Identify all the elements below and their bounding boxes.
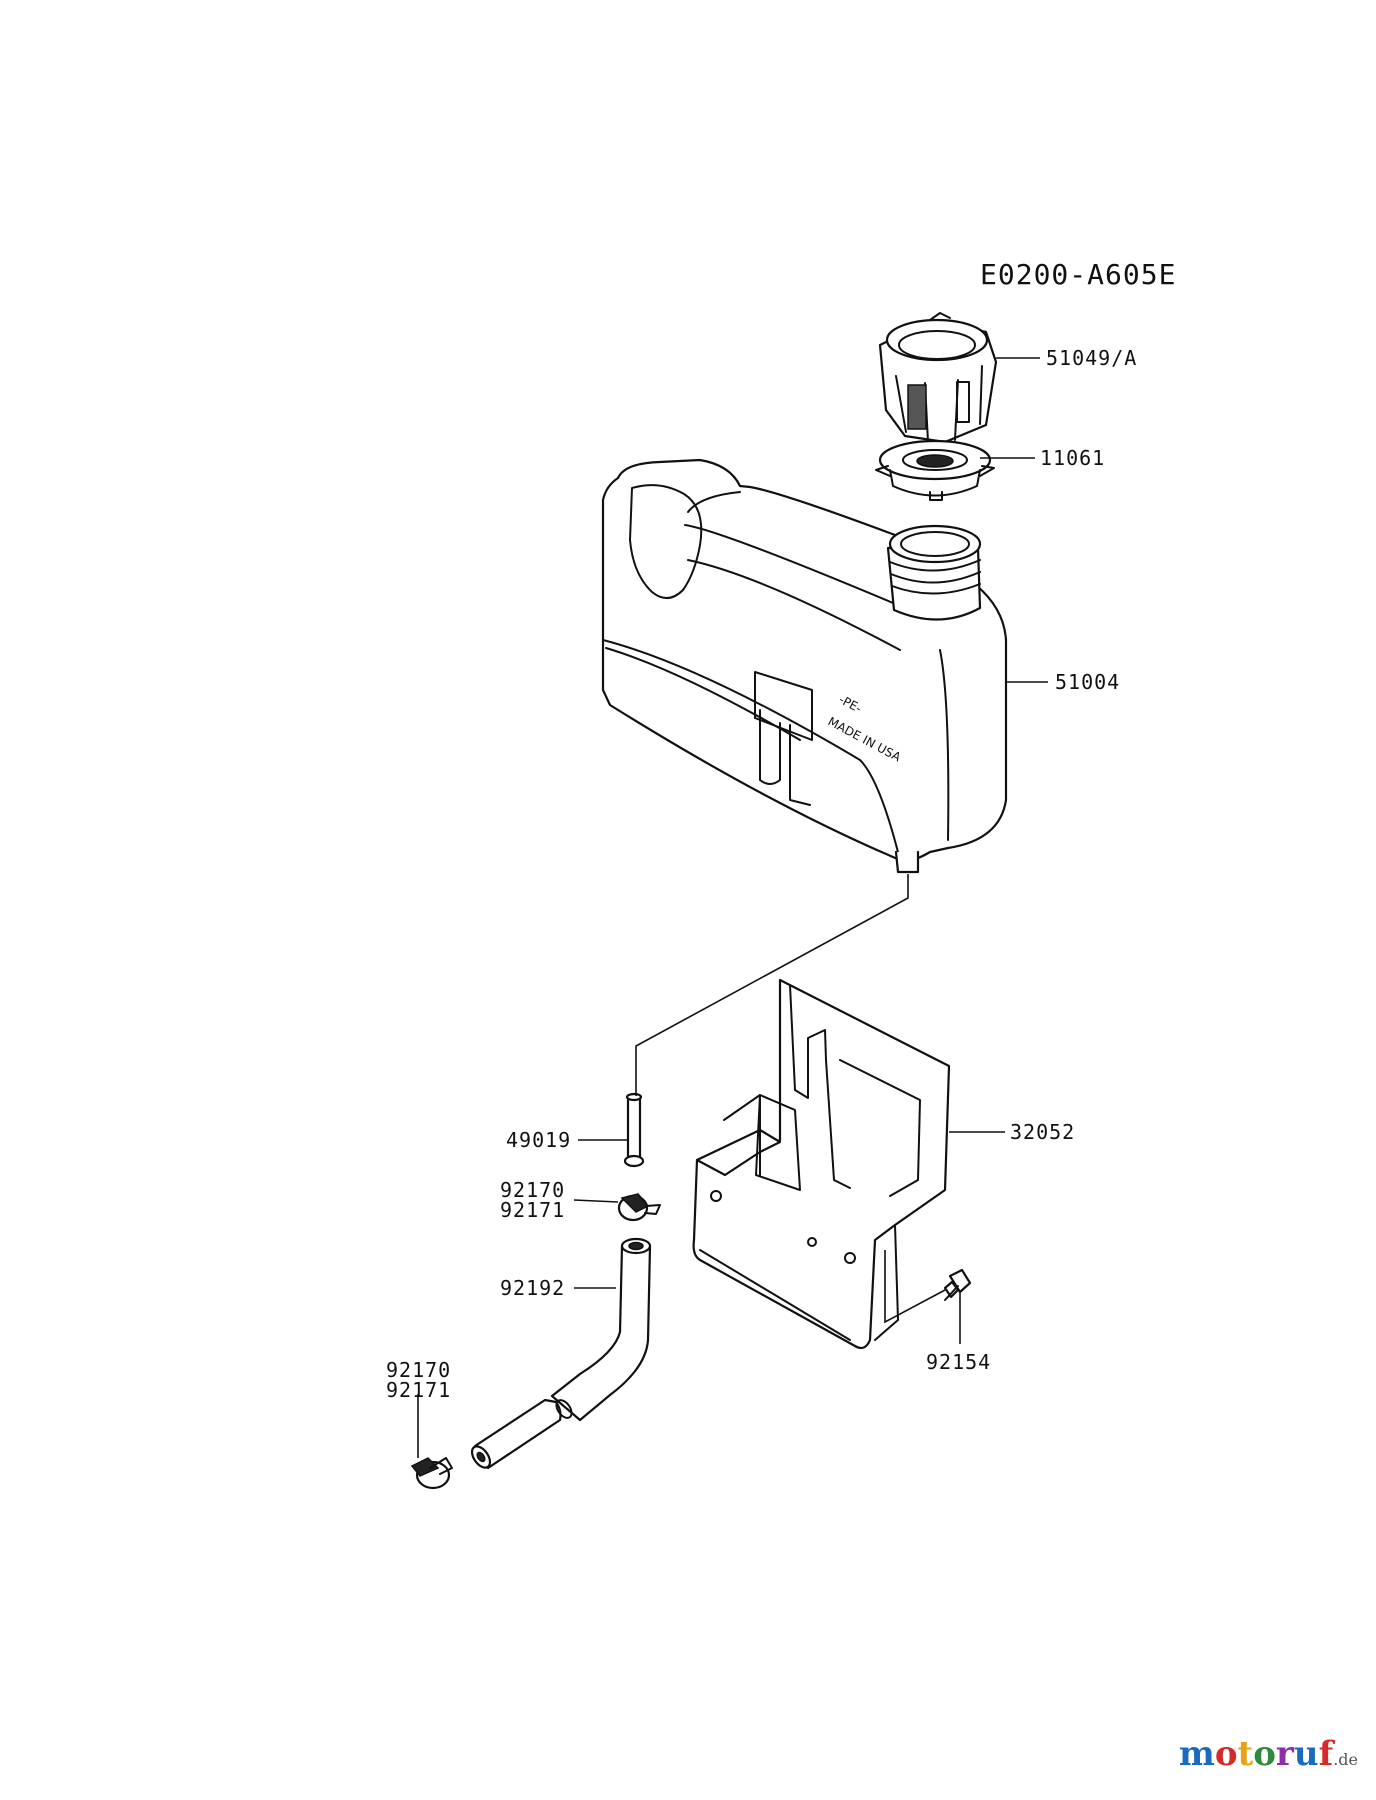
fuel-tank: -PE- MADE IN USA (601, 458, 1008, 874)
brand-letter: o (1214, 1734, 1238, 1774)
brand-letter: f (1318, 1734, 1334, 1774)
fuel-hose (470, 1237, 652, 1470)
part-label-49019: 49019 (506, 1128, 572, 1152)
tank-guard (692, 978, 951, 1350)
fuel-filter (623, 1092, 645, 1168)
part-label-11061: 11061 (1040, 446, 1106, 470)
diagram-code: E0200-A605E (980, 258, 1177, 291)
brand-letter: u (1293, 1734, 1319, 1774)
part-label-92171-lower: 92171 (386, 1378, 452, 1402)
brand-letter: t (1237, 1734, 1254, 1774)
part-label-32052: 32052 (1010, 1120, 1076, 1144)
filler-ring (875, 439, 995, 501)
leader-lines (417, 357, 1048, 1458)
part-label-92170-upper: 92170 (500, 1178, 566, 1202)
part-label-92154: 92154 (926, 1350, 992, 1374)
brand-letter: o (1253, 1734, 1276, 1774)
part-label-51049a: 51049/A (1046, 346, 1138, 370)
part-label-92171-upper: 92171 (500, 1198, 566, 1222)
mounting-bolt (943, 1268, 972, 1301)
part-label-51004: 51004 (1055, 670, 1121, 694)
brand-tld: .de (1333, 1750, 1358, 1769)
brand-name: motoruf (1179, 1734, 1333, 1774)
fuel-cap (878, 312, 998, 444)
hose-clamp-lower (410, 1457, 453, 1490)
brand-letter: m (1178, 1734, 1215, 1774)
brand-letter: r (1275, 1734, 1294, 1774)
hose-clamp-upper (617, 1193, 661, 1222)
brand-logo[interactable]: motoruf.de (1179, 1734, 1358, 1774)
part-label-92170-lower: 92170 (386, 1358, 452, 1382)
part-label-92192: 92192 (500, 1276, 566, 1300)
